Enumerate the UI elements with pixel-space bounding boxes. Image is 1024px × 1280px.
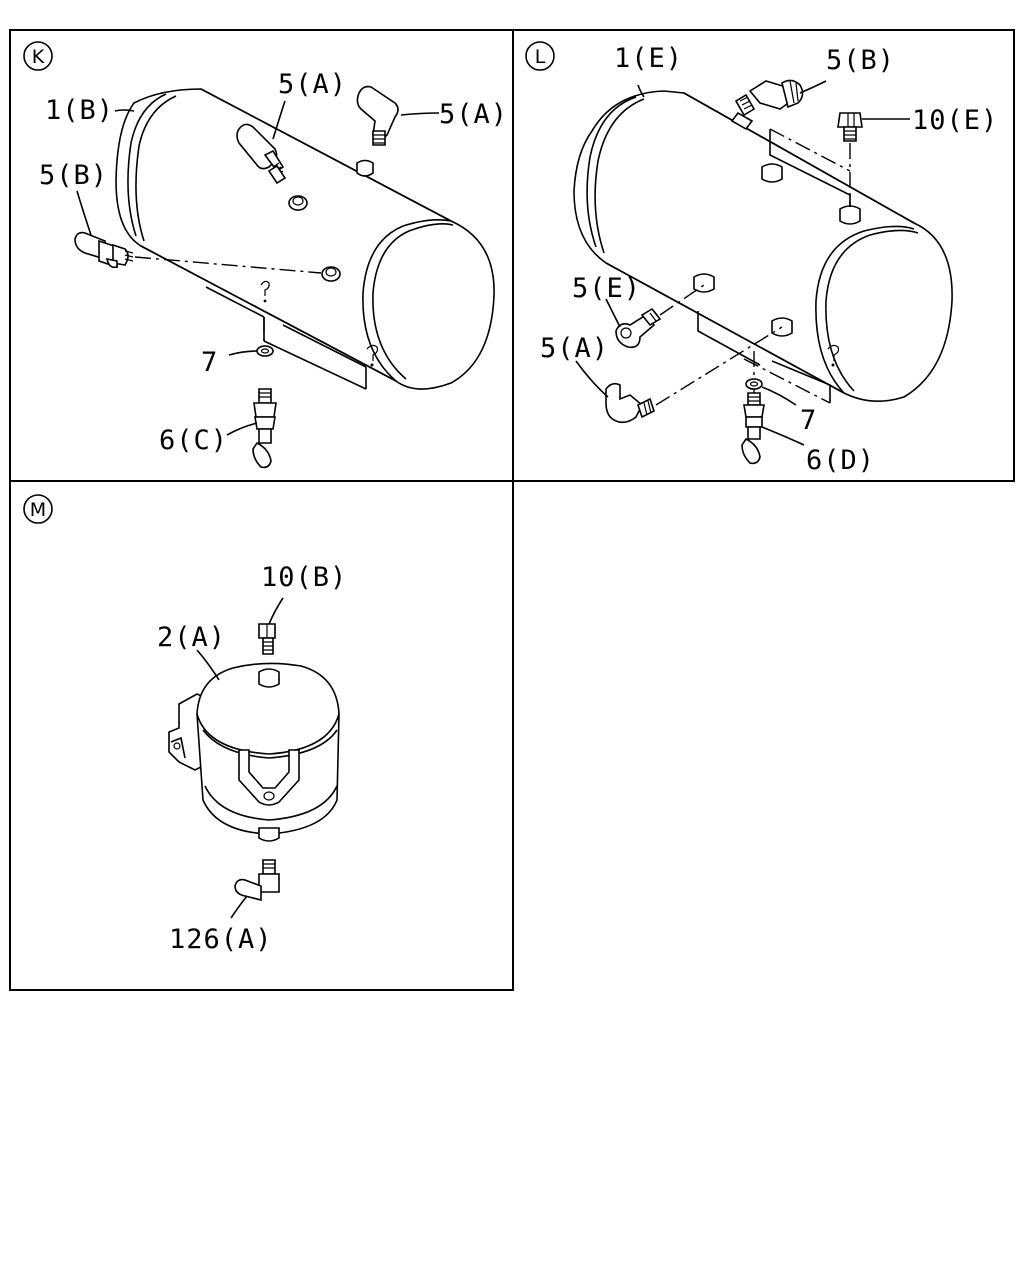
elbow-fitting-5a-right bbox=[356, 85, 399, 146]
panel-k-drawing: K bbox=[23, 41, 508, 469]
panel-l: L bbox=[512, 29, 1015, 482]
leader-7-l bbox=[761, 386, 797, 406]
panel-k: K bbox=[9, 29, 514, 482]
panel-m-badge-circle bbox=[23, 494, 53, 524]
elbow-fitting-5b-l bbox=[734, 79, 804, 117]
label-126a: 126(A) bbox=[169, 924, 273, 955]
drain-cock-6c bbox=[252, 388, 277, 469]
leader-126a bbox=[230, 895, 248, 919]
label-5e: 5(E) bbox=[572, 273, 641, 304]
guide-lines-lower-l bbox=[697, 311, 831, 403]
assembly-line-lower-l bbox=[743, 358, 831, 404]
elbow-fitting-5a-l bbox=[605, 382, 655, 424]
boss-bottom-k bbox=[260, 280, 270, 296]
label-1e: 1(E) bbox=[614, 43, 683, 74]
panel-m: M bbox=[9, 480, 514, 991]
label-6d: 6(D) bbox=[806, 445, 875, 476]
leader-5b-l bbox=[799, 80, 827, 94]
label-7-k: 7 bbox=[201, 347, 218, 378]
tee-fitting-5b-left bbox=[74, 231, 134, 269]
panel-m-drawing: M bbox=[23, 494, 347, 955]
plug-10b bbox=[258, 623, 276, 655]
washer-7-l bbox=[745, 378, 763, 390]
fitting-126a bbox=[234, 859, 280, 902]
panel-l-drawing: L bbox=[525, 41, 998, 476]
air-tank-l bbox=[573, 90, 953, 402]
washer-7-k bbox=[256, 345, 274, 357]
leader-2a bbox=[196, 649, 220, 681]
label-10e: 10(E) bbox=[912, 105, 998, 136]
panel-l-badge-circle bbox=[525, 41, 555, 71]
leader-1e bbox=[637, 84, 645, 98]
label-5b-l: 5(B) bbox=[826, 45, 895, 76]
boss-front-k bbox=[321, 266, 341, 282]
drain-cock-6d bbox=[741, 392, 765, 465]
label-2a: 2(A) bbox=[157, 622, 226, 653]
leader-1b bbox=[114, 109, 135, 112]
label-5a-top: 5(A) bbox=[278, 69, 347, 100]
label-5b: 5(B) bbox=[39, 160, 108, 191]
leader-7-k bbox=[228, 350, 258, 356]
boss-front-left-l bbox=[693, 273, 715, 293]
label-7-l: 7 bbox=[800, 405, 817, 436]
label-10b: 10(B) bbox=[261, 562, 347, 593]
leader-5a-right bbox=[400, 112, 440, 116]
leader-5e bbox=[605, 298, 621, 328]
leader-10b bbox=[268, 597, 284, 625]
boss-top-right-k bbox=[356, 159, 374, 177]
air-tank-m bbox=[196, 662, 340, 842]
assembly-line-5a-l bbox=[655, 326, 783, 406]
leader-6d bbox=[761, 426, 805, 446]
boss-top-left-l bbox=[761, 163, 783, 183]
panel-k-badge: K bbox=[32, 46, 45, 68]
leader-5a-top bbox=[272, 100, 286, 140]
assembly-line-5b-k bbox=[134, 256, 322, 274]
assembly-line-5b-l bbox=[769, 128, 851, 172]
leader-5a-l bbox=[575, 360, 609, 398]
leader-5b bbox=[76, 190, 92, 236]
nub-top-l bbox=[730, 111, 754, 131]
air-tank-k bbox=[115, 88, 495, 390]
assembly-line-5e bbox=[659, 284, 705, 316]
label-1b: 1(B) bbox=[45, 95, 114, 126]
panel-m-badge: M bbox=[30, 499, 46, 521]
label-6c: 6(C) bbox=[159, 425, 228, 456]
plug-10e bbox=[837, 112, 863, 142]
panel-l-badge: L bbox=[535, 46, 546, 68]
fitting-5e bbox=[615, 307, 662, 349]
elbow-fitting-5a-top bbox=[236, 123, 287, 185]
boss-top-right-l bbox=[839, 205, 861, 225]
label-5a-l: 5(A) bbox=[540, 333, 609, 364]
boss-top-k bbox=[288, 195, 308, 211]
panel-k-badge-circle bbox=[23, 41, 53, 71]
leader-6c bbox=[226, 422, 258, 436]
label-5a-right: 5(A) bbox=[439, 99, 508, 130]
